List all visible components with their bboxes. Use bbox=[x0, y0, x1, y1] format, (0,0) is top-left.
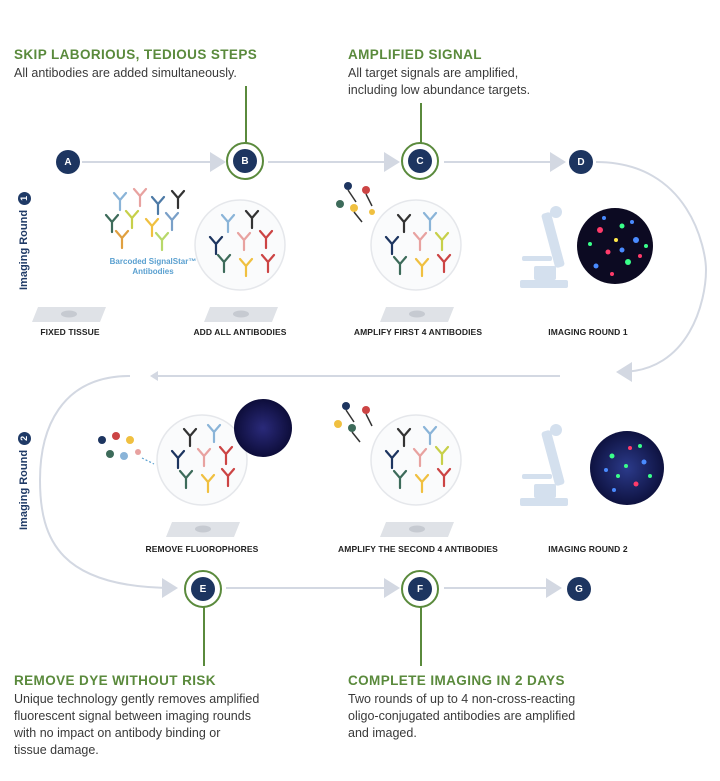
slide-add-all bbox=[204, 307, 278, 322]
microscope-round2 bbox=[520, 424, 568, 506]
lens-remove-fluoro bbox=[156, 414, 248, 506]
callout-text-amplified-signal-1: All target signals are amplified, bbox=[348, 66, 519, 80]
callout-text-remove-dye-2: fluorescent signal between imaging round… bbox=[14, 709, 251, 723]
imaging-round-1-text: Imaging Round bbox=[18, 209, 30, 290]
step-ring-b bbox=[226, 142, 264, 180]
slide-remove-fluoro bbox=[166, 522, 240, 537]
callout-title-skip-steps: SKIP LABORIOUS, TEDIOUS STEPS bbox=[14, 47, 258, 62]
tissue-image-remove bbox=[234, 399, 292, 457]
imaging-round-2-label: Imaging Round 2 bbox=[18, 431, 31, 530]
antibody-cluster-lens-b bbox=[208, 209, 276, 278]
step-node-g: G bbox=[567, 577, 591, 601]
step-label-add-all: ADD ALL ANTIBODIES bbox=[193, 327, 287, 337]
step-label-amplify-second: AMPLIFY THE SECOND 4 ANTIBODIES bbox=[338, 544, 498, 554]
callout-title-remove-dye: REMOVE DYE WITHOUT RISK bbox=[14, 673, 216, 688]
antibody-cluster-free bbox=[104, 187, 186, 252]
imaging-round-1-badge: 1 bbox=[18, 191, 31, 205]
lens-amplify-first bbox=[370, 199, 462, 291]
lens-add-all bbox=[194, 199, 286, 291]
imaging-result-round1-dots bbox=[588, 216, 648, 276]
callout-text-complete-imaging-3: and imaged. bbox=[348, 726, 417, 740]
microscope-round1 bbox=[520, 206, 568, 288]
removed-fluorophores bbox=[98, 432, 155, 465]
callout-text-remove-dye-4: tissue damage. bbox=[14, 743, 99, 757]
slide-amplify-first bbox=[380, 307, 454, 322]
callout-text-amplified-signal-2: including low abundance targets. bbox=[348, 83, 531, 97]
callout-title-amplified-signal: AMPLIFIED SIGNAL bbox=[348, 47, 482, 62]
antibody-caption-line2: Antibodies bbox=[132, 267, 174, 276]
imaging-result-round2 bbox=[590, 431, 664, 505]
antibody-cluster-lens-e bbox=[170, 423, 236, 494]
slide-fixed-tissue bbox=[32, 307, 106, 322]
step-label-imaging-round2: IMAGING ROUND 2 bbox=[548, 544, 628, 554]
step-label-remove-fluoro: REMOVE FLUOROPHORES bbox=[145, 544, 259, 554]
step-node-d: D bbox=[569, 150, 593, 174]
imaging-round-2-badge: 2 bbox=[18, 431, 31, 445]
slide-amplify-second bbox=[380, 522, 454, 537]
step-node-b: B bbox=[233, 149, 257, 173]
step-node-f: F bbox=[408, 577, 432, 601]
step-label-imaging-round1: IMAGING ROUND 1 bbox=[548, 327, 628, 337]
callout-text-remove-dye-1: Unique technology gently removes amplifi… bbox=[14, 692, 260, 706]
antibody-cluster-lens-f bbox=[384, 425, 452, 494]
antibody-caption-line1: Barcoded SignalStar™ bbox=[109, 257, 197, 266]
antibody-cluster-lens-c bbox=[384, 211, 452, 278]
imaging-round-1-label: Imaging Round 1 bbox=[18, 191, 31, 290]
step-node-c: C bbox=[408, 149, 432, 173]
step-label-fixed-tissue: FIXED TISSUE bbox=[40, 327, 100, 337]
callout-text-complete-imaging-1: Two rounds of up to 4 non-cross-reacting bbox=[348, 692, 576, 706]
lens-amplify-second bbox=[370, 414, 462, 506]
amplifier-probes-round1 bbox=[336, 182, 375, 223]
imaging-round-2-text: Imaging Round bbox=[18, 449, 30, 530]
callout-text-complete-imaging-2: oligo-conjugated antibodies are amplifie… bbox=[348, 709, 576, 723]
callout-title-complete-imaging: COMPLETE IMAGING IN 2 DAYS bbox=[348, 673, 565, 688]
imaging-result-round1 bbox=[577, 208, 653, 284]
step-label-amplify-first: AMPLIFY FIRST 4 ANTIBODIES bbox=[353, 327, 483, 337]
callout-text-remove-dye-3: with no impact on antibody binding or bbox=[14, 726, 221, 740]
imaging-result-round2-dots bbox=[604, 444, 652, 492]
step-node-e: E bbox=[191, 577, 215, 601]
step-node-a: A bbox=[56, 150, 80, 174]
amplifier-probes-round2 bbox=[334, 402, 373, 443]
callout-text-skip-steps: All antibodies are added simultaneously. bbox=[14, 66, 237, 80]
